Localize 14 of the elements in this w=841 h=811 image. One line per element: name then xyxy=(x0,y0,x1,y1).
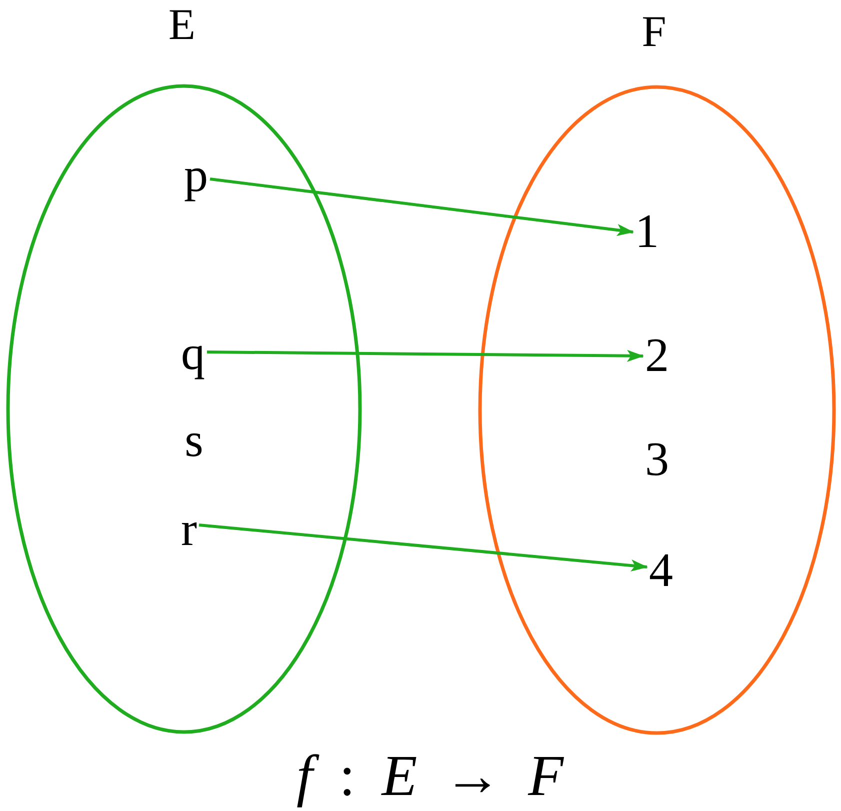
arrow xyxy=(198,524,648,572)
set-element: p xyxy=(184,152,208,200)
set-name: E xyxy=(168,3,196,47)
set-element: q xyxy=(181,330,205,378)
set-name: F xyxy=(642,10,666,54)
set-element: 2 xyxy=(645,332,669,380)
set-element: r xyxy=(181,506,197,554)
set-element: 3 xyxy=(645,436,669,484)
arrow xyxy=(206,350,644,362)
set-element: 1 xyxy=(635,208,659,256)
set-element: s xyxy=(184,417,204,465)
caption: f : E → F xyxy=(296,747,564,805)
arrow xyxy=(210,178,634,236)
set-element: 4 xyxy=(649,547,673,595)
